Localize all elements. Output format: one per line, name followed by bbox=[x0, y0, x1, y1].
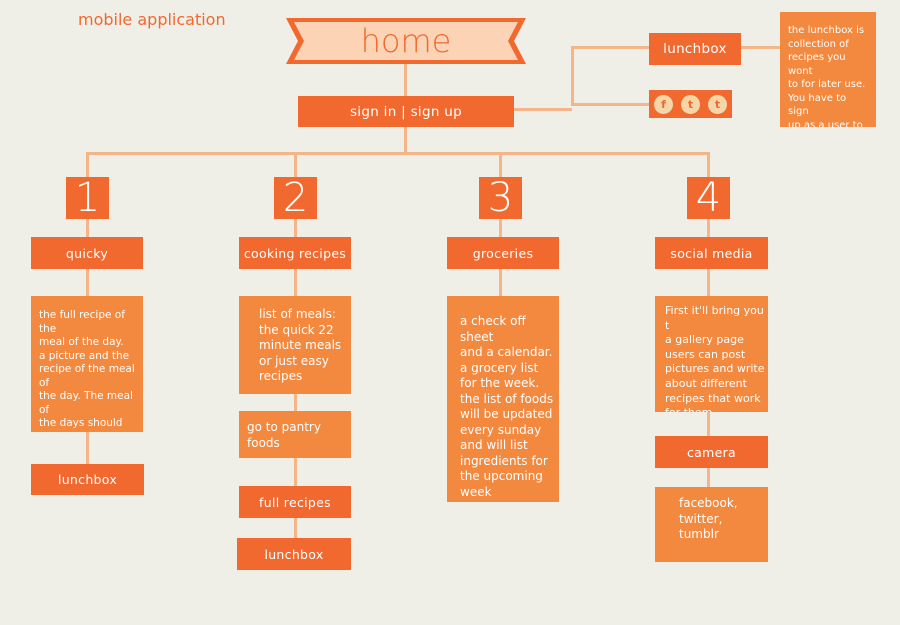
lunchbox-note: the lunchbox is collection of recipes yo… bbox=[780, 12, 876, 127]
col4-camera-button[interactable]: camera bbox=[655, 436, 768, 468]
col2-full-recipes-button[interactable]: full recipes bbox=[239, 486, 351, 518]
col3-number: 3 bbox=[479, 175, 522, 221]
col1-lunchbox-button[interactable]: lunchbox bbox=[31, 464, 144, 495]
connector-home-signin bbox=[404, 62, 407, 96]
col3-groceries-button[interactable]: groceries bbox=[447, 237, 559, 269]
tumblr-icon[interactable]: t bbox=[708, 94, 727, 114]
connector-bus-col3 bbox=[499, 152, 502, 180]
home-label: home bbox=[360, 22, 452, 60]
page-title: mobile application bbox=[78, 10, 226, 29]
col1-number: 1 bbox=[66, 175, 109, 221]
connector-branch-social bbox=[571, 103, 651, 106]
connector-signin-bus bbox=[404, 127, 407, 154]
col2-cooking-recipes-button[interactable]: cooking recipes bbox=[239, 237, 351, 269]
col4-social-media-button[interactable]: social media bbox=[655, 237, 768, 269]
connector-signin-branch bbox=[514, 108, 572, 111]
twitter-icon[interactable]: t bbox=[681, 94, 700, 114]
connector-bus-col2 bbox=[294, 152, 297, 180]
connector-bus-horizontal bbox=[86, 152, 710, 155]
col2-description: list of meals: the quick 22 minute meals… bbox=[239, 296, 351, 394]
col4-share-options[interactable]: facebook, twitter, tumblr bbox=[655, 487, 768, 562]
connector-branch-lunchbox bbox=[571, 46, 651, 49]
lunchbox-top-button[interactable]: lunchbox bbox=[649, 33, 741, 65]
col3-description: a check off sheet and a calendar. a groc… bbox=[447, 296, 559, 502]
facebook-icon[interactable]: f bbox=[654, 94, 673, 114]
col1-quicky-button[interactable]: quicky bbox=[31, 237, 143, 269]
col4-description: First it'll bring you t a gallery page u… bbox=[655, 296, 768, 412]
connector-lunchbox-note bbox=[740, 46, 780, 49]
connector-branch-vertical bbox=[571, 47, 574, 105]
col2-lunchbox-button[interactable]: lunchbox bbox=[237, 538, 351, 570]
col4-number: 4 bbox=[687, 175, 730, 221]
col2-pantry-foods[interactable]: go to pantry foods bbox=[239, 411, 351, 458]
social-icons-bar: f t t bbox=[649, 90, 732, 118]
col1-description: the full recipe of the meal of the day. … bbox=[31, 296, 143, 432]
connector-bus-col4 bbox=[707, 152, 710, 180]
col2-number: 2 bbox=[274, 175, 317, 221]
home-banner[interactable] bbox=[286, 16, 526, 66]
signin-signup-button[interactable]: sign in | sign up bbox=[298, 96, 514, 127]
connector-bus-col1 bbox=[86, 152, 89, 180]
